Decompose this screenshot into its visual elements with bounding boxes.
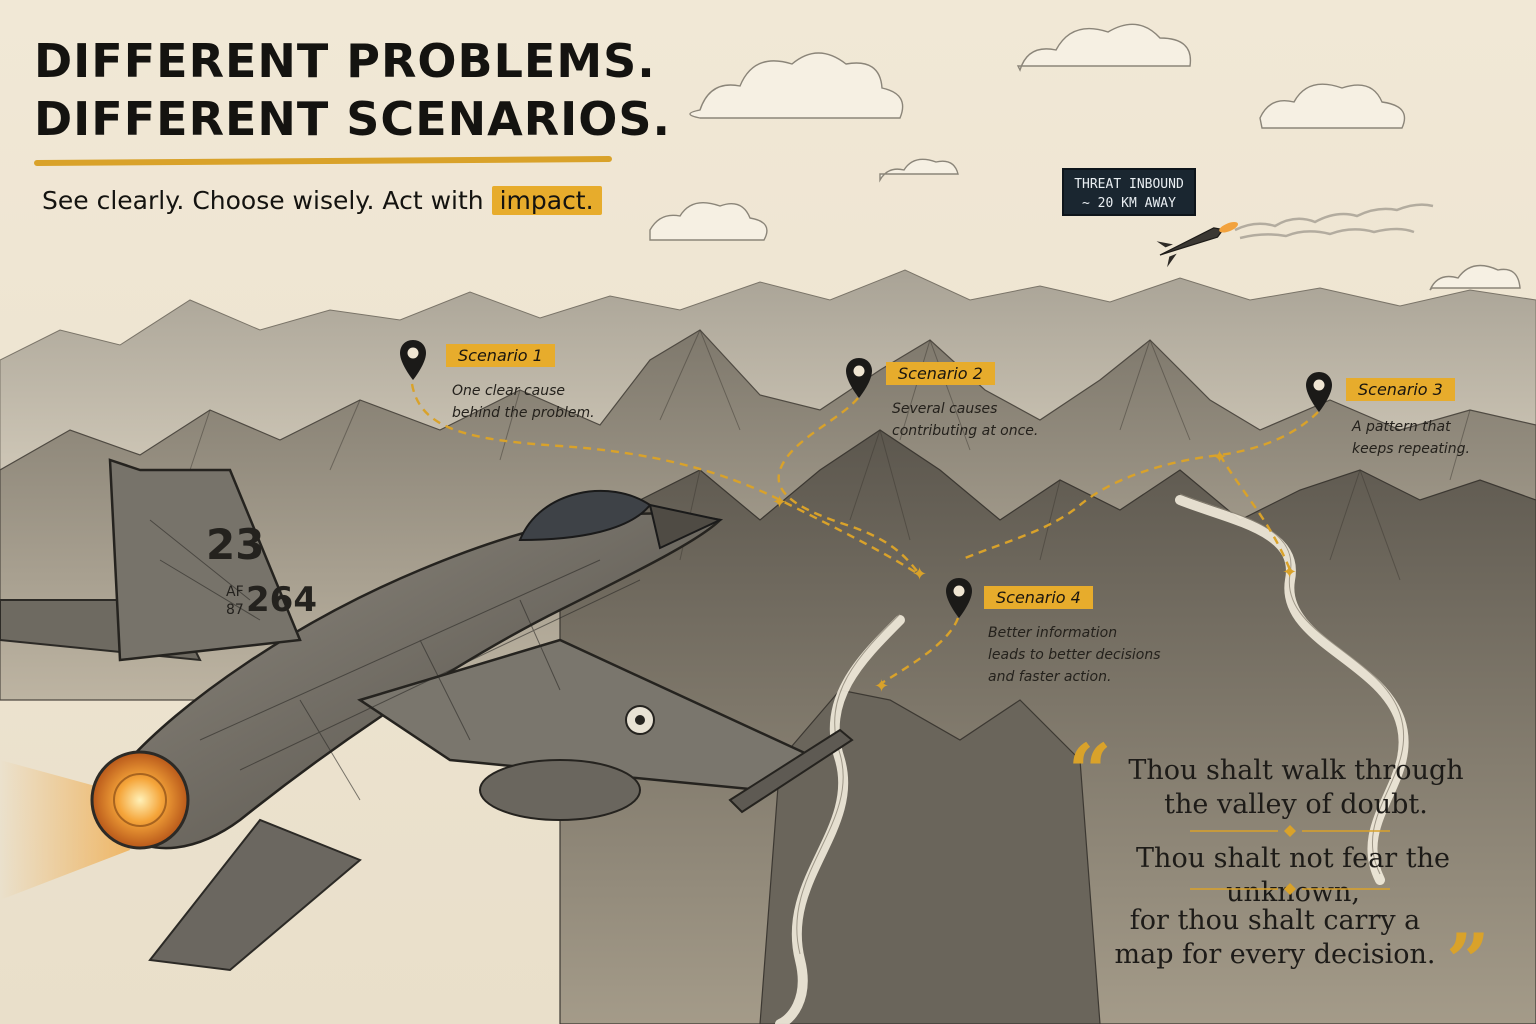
divider-ornament [1190, 825, 1390, 837]
route-1 [410, 383, 921, 577]
scenario-2-desc-line: contributing at once. [892, 423, 1039, 439]
svg-text:✦: ✦ [912, 564, 927, 585]
quote-line: the valley of doubt. [1164, 789, 1428, 820]
divider-ornament [1190, 883, 1390, 895]
map-pin-icon[interactable] [1304, 370, 1334, 416]
scenario-3-desc-line: A pattern that [1352, 419, 1451, 435]
scenario-1-desc: One clear cause behind the problem. [452, 380, 595, 424]
scenario-4-label[interactable]: Scenario 4 [984, 586, 1093, 609]
page-title: DIFFERENT PROBLEMS. DIFFERENT SCENARIOS. [34, 32, 671, 148]
route-4 [879, 617, 960, 686]
scenario-2-desc-line: Several causes [892, 401, 998, 417]
quote-block-middle: Thou shalt not fear the unknown, [1068, 842, 1518, 910]
threat-line-1: THREAT INBOUND [1074, 177, 1184, 192]
clouds [649, 23, 1521, 291]
svg-text:✦: ✦ [874, 676, 889, 697]
open-quote-mark: “ [1068, 727, 1112, 816]
tail-prefix: AF [226, 584, 244, 600]
threat-line-2: ~ 20 KM AWAY [1082, 196, 1176, 211]
scenario-2-desc: Several causes contributing at once. [892, 398, 1038, 442]
fighter-jet [0, 458, 854, 972]
title-line-2: DIFFERENT SCENARIOS. [34, 92, 671, 146]
svg-text:✦: ✦ [1212, 447, 1227, 468]
missile [1156, 222, 1239, 268]
scenario-3-label[interactable]: Scenario 3 [1346, 378, 1455, 401]
close-quote-mark: ” [1446, 917, 1490, 1006]
route-2 [777, 397, 921, 576]
smoke-trail [1234, 203, 1434, 240]
scenario-1-desc-line: behind the problem. [452, 405, 595, 421]
scenario-4-desc-line: leads to better decisions [988, 647, 1161, 663]
quote-block-top: Thou shalt walk through the valley of do… [1106, 754, 1486, 822]
tail-serial: 264 [246, 580, 317, 620]
quote-line: map for every decision. [1114, 939, 1436, 970]
quote-line: for thou shalt carry a [1129, 905, 1421, 936]
tagline: See clearly. Choose wisely. Act with imp… [42, 186, 602, 215]
map-pin-icon[interactable] [398, 338, 428, 384]
svg-text:✦: ✦ [1282, 562, 1297, 583]
scenario-1-label[interactable]: Scenario 1 [446, 344, 555, 367]
scenario-4-desc-line: and faster action. [988, 669, 1112, 685]
scenario-1-desc-line: One clear cause [452, 383, 565, 399]
route-3b [1218, 454, 1292, 571]
route-3 [959, 411, 1319, 562]
tail-number: 23 [206, 520, 265, 569]
quote-line: Thou shalt walk through [1128, 755, 1464, 786]
scenario-2-label[interactable]: Scenario 2 [886, 362, 995, 385]
title-line-1: DIFFERENT PROBLEMS. [34, 34, 656, 88]
tagline-highlight: impact. [491, 186, 602, 215]
scenario-4-desc: Better information leads to better decis… [988, 622, 1161, 688]
svg-text:✦: ✦ [772, 492, 787, 513]
scenario-3-desc-line: keeps repeating. [1352, 441, 1471, 457]
map-pin-icon[interactable] [944, 576, 974, 622]
tagline-text: See clearly. Choose wisely. Act with [42, 186, 492, 215]
tail-year: 87 [226, 602, 244, 618]
scenario-4-desc-line: Better information [988, 625, 1118, 641]
quote-line: Thou shalt not fear the unknown, [1136, 843, 1450, 908]
quote-block-bottom: for thou shalt carry a map for every dec… [1100, 904, 1450, 972]
threat-label: THREAT INBOUND ~ 20 KM AWAY [1062, 168, 1196, 216]
scenario-3-desc: A pattern that keeps repeating. [1352, 416, 1470, 460]
map-pin-icon[interactable] [844, 356, 874, 402]
